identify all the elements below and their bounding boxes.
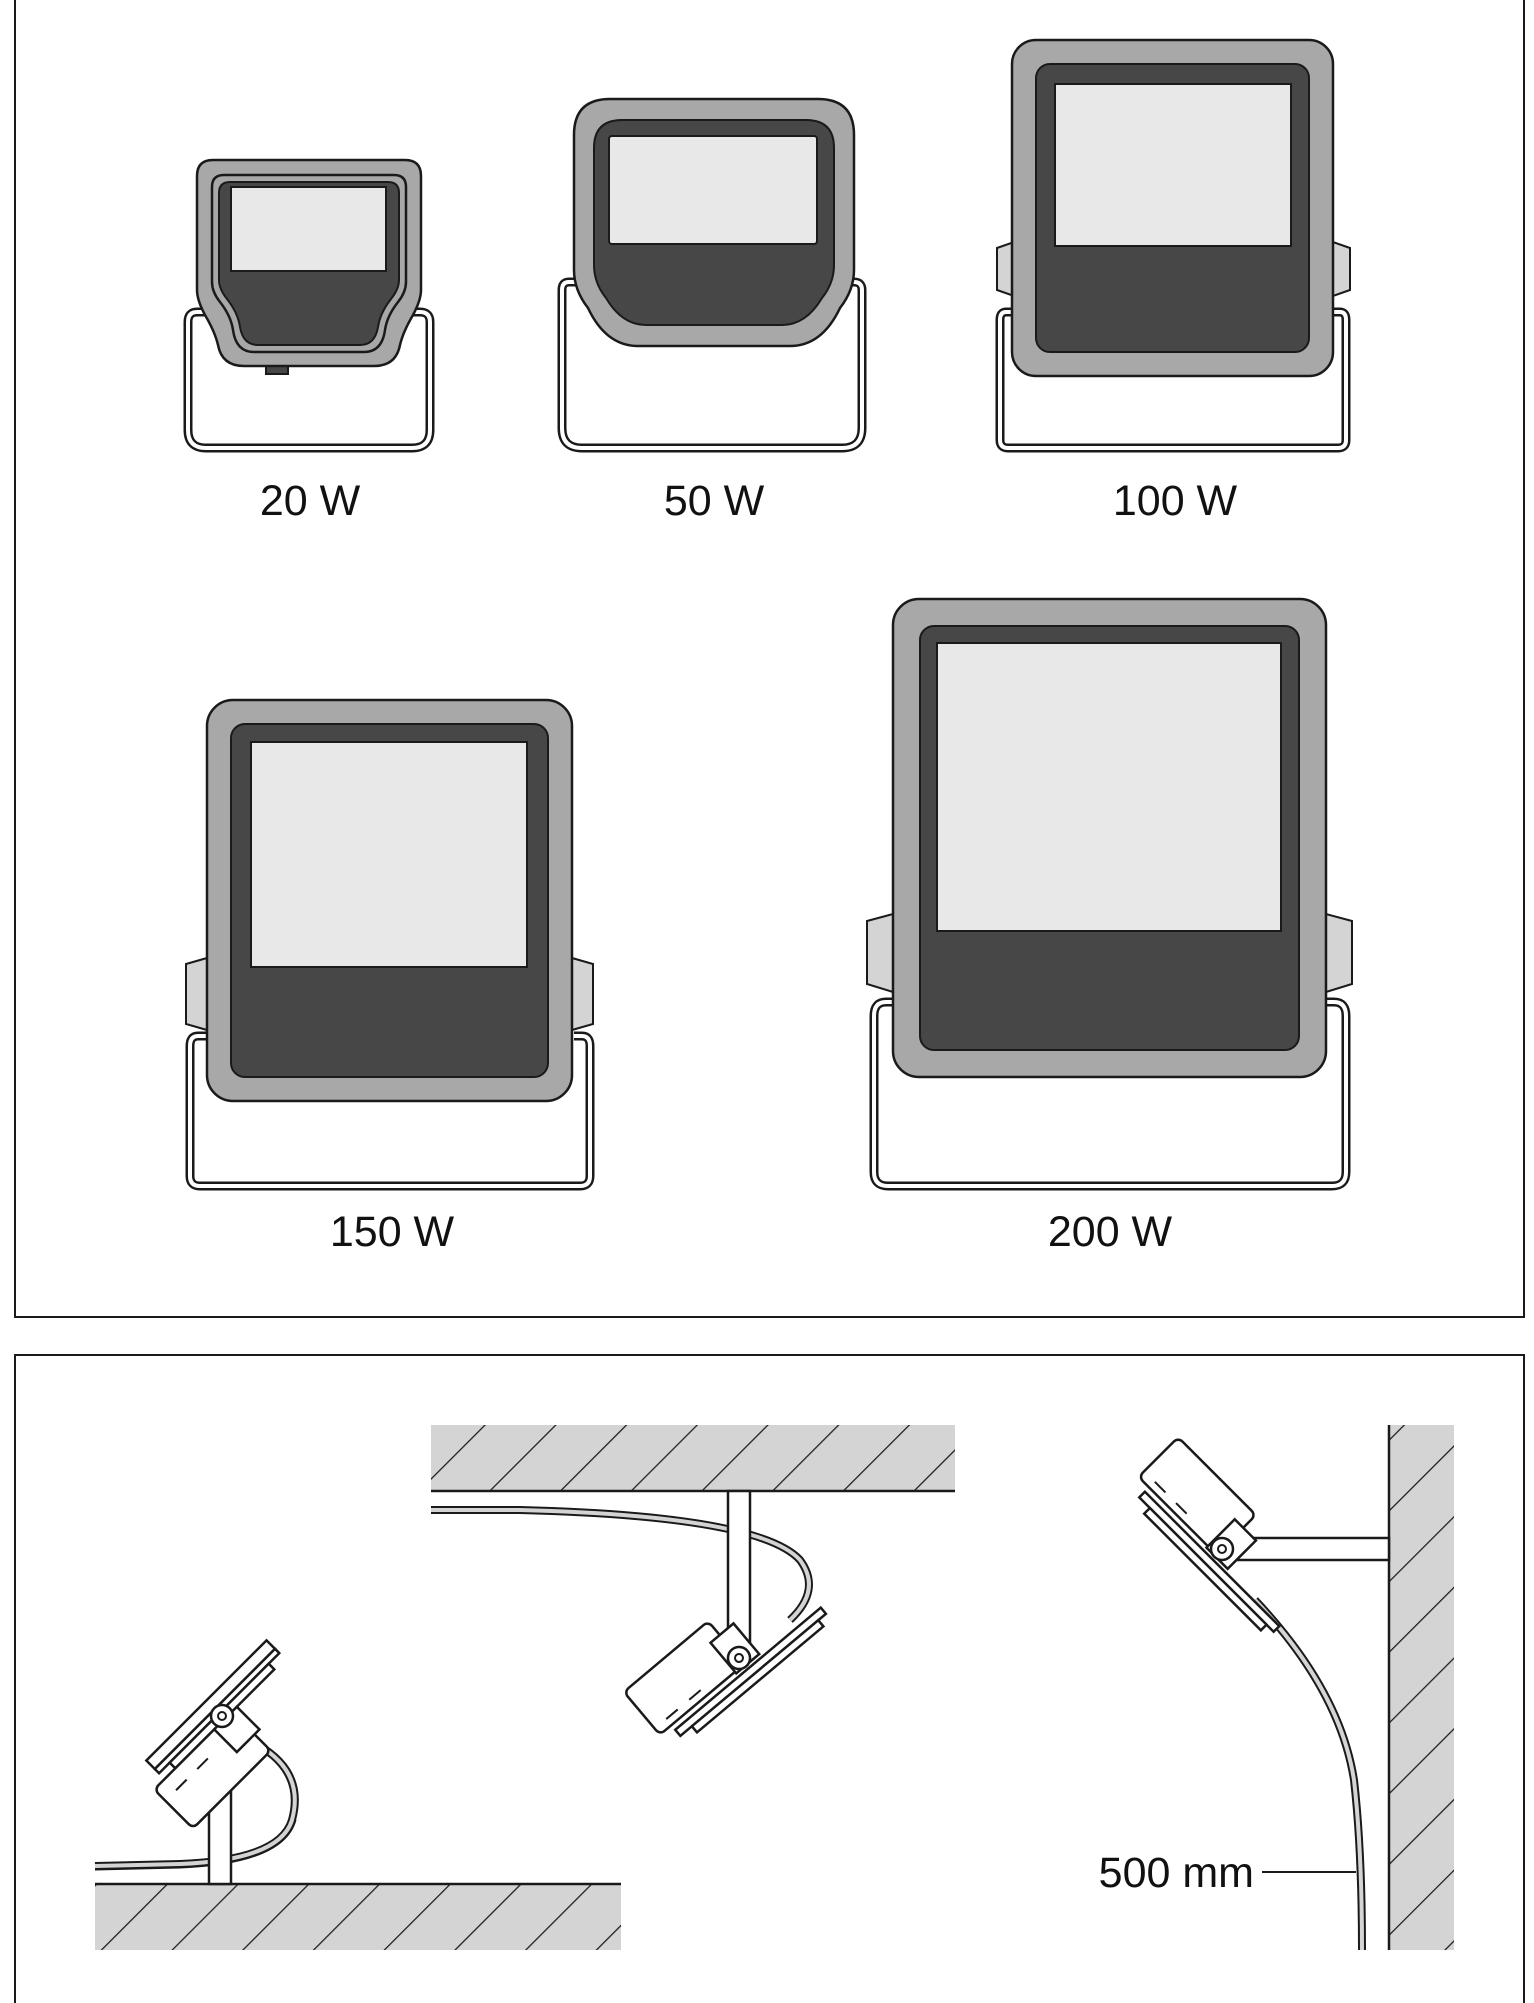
mounting-floor xyxy=(94,1638,621,1950)
power-cable xyxy=(1252,1597,1366,1951)
model-label: 200 W xyxy=(1048,1208,1173,1256)
floodlight-20w: 20 W xyxy=(183,158,435,525)
led-lens xyxy=(608,135,818,245)
ceiling-surface xyxy=(431,1425,955,1491)
power-cable xyxy=(431,1506,813,1623)
cable-length-label: 500 mm xyxy=(1099,1849,1254,1897)
model-label: 50 W xyxy=(664,477,765,525)
led-lens xyxy=(250,741,528,968)
floodlight-100w: 100 W xyxy=(995,38,1351,525)
mounting-options-panel xyxy=(14,1354,1525,2003)
side-hinge xyxy=(1332,240,1351,298)
model-label: 20 W xyxy=(260,477,361,525)
led-lens xyxy=(936,642,1282,932)
model-label: 100 W xyxy=(1113,477,1238,525)
side-hinge xyxy=(1325,912,1353,994)
mounting-ceiling xyxy=(431,1425,955,1738)
led-lens xyxy=(230,186,387,272)
side-hinge xyxy=(866,912,894,994)
led-lens xyxy=(1054,83,1292,247)
floor-surface xyxy=(95,1884,621,1950)
side-hinge xyxy=(185,956,208,1032)
floodlight-150w: 150 W xyxy=(185,698,595,1256)
floodlight-200w: 200 W xyxy=(866,597,1353,1256)
model-label: 150 W xyxy=(330,1208,455,1256)
floodlight-models-panel xyxy=(14,0,1525,1318)
wall-surface xyxy=(1389,1425,1454,1950)
mounting-wall: 500 mm xyxy=(1099,1425,1454,1951)
floodlight-50w: 50 W xyxy=(557,97,867,525)
side-hinge xyxy=(571,956,594,1032)
